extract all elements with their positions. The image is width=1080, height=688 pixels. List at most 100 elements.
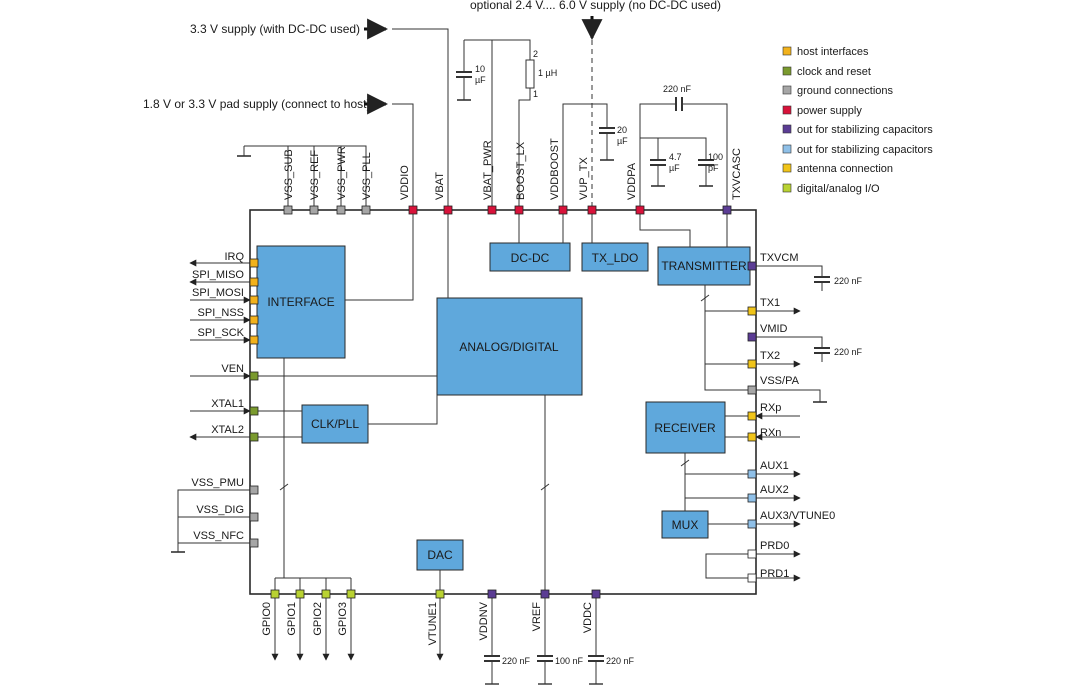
cap-vmid-label: 220 nF <box>834 347 863 357</box>
pin-label-ven: VEN <box>221 363 244 375</box>
receiver-label: RECEIVER <box>654 421 716 435</box>
pin-label-irq: IRQ <box>224 251 244 263</box>
pin-label-vref: VREF <box>531 602 543 632</box>
pin-label-vss-sub: VSS_SUB <box>283 149 295 200</box>
pin-label-vss-pmu: VSS_PMU <box>191 477 244 489</box>
pin-label-vbat-pwr: VBAT_PWR <box>482 140 494 200</box>
pin-vbat <box>443 205 453 215</box>
pin-xtal2 <box>249 432 259 442</box>
pin-label-vss-pwr: VSS_PWR <box>336 146 348 200</box>
interface-block <box>256 245 346 359</box>
pin-label-boost-lx: BOOST_LX <box>515 141 527 200</box>
cap-100pf-value: 100 <box>708 152 723 162</box>
pin-label-spi-nss: SPI_NSS <box>198 307 244 319</box>
pin-label-aux3: AUX3/VTUNE0 <box>760 510 835 522</box>
supply-optional-label: optional 2.4 V.... 6.0 V supply (no DC-D… <box>470 0 721 12</box>
pin-label-vddpa: VDDPA <box>626 162 638 200</box>
supply-pad-label: 1.8 V or 3.3 V pad supply (connect to ho… <box>143 97 370 111</box>
pin-label-vss-pll: VSS_PLL <box>361 152 373 200</box>
receiver-block <box>645 401 726 454</box>
pin-label-tx1: TX1 <box>760 297 780 309</box>
pin-vddboost <box>558 205 568 215</box>
dcdc-block <box>489 242 571 272</box>
pin-label-vup-tx: VUP_TX <box>578 157 590 200</box>
cap-20uf-unit: µF <box>617 136 628 146</box>
analog-digital-block <box>436 297 583 396</box>
pin-txvcm <box>747 261 757 271</box>
pin-label-vddnv: VDDNV <box>478 601 490 640</box>
pin-label-vss-ref: VSS_REF <box>309 150 321 200</box>
cap-20uf-value: 20 <box>617 125 627 135</box>
cap-vddnv-label: 220 nF <box>502 656 531 666</box>
pin-gpio1 <box>295 589 305 599</box>
cap-100pf-unit: pF <box>708 163 719 173</box>
pin-vbat-pwr <box>487 205 497 215</box>
legend-swatch-ground <box>782 85 792 95</box>
legend-swatch-power <box>782 105 792 115</box>
pin-label-txvcasc: TXVCASC <box>731 148 743 200</box>
transmitter-label: TRANSMITTER <box>661 259 747 273</box>
legend-label-power: power supply <box>797 105 862 117</box>
pin-label-spi-sck: SPI_SCK <box>198 327 245 339</box>
pin-xtal1 <box>249 406 259 416</box>
analog-digital-label: ANALOG/DIGITAL <box>459 340 558 354</box>
pin-spi-sck <box>249 335 259 345</box>
pin-prd0 <box>747 549 757 559</box>
legend-label-stab-blue: out for stabilizing capacitors <box>797 144 933 156</box>
inductor-value: 1 µH <box>538 68 557 78</box>
pin-label-gpio0: GPIO0 <box>261 602 273 636</box>
tx-ldo-label: TX_LDO <box>592 251 639 265</box>
legend-swatch-host <box>782 46 792 56</box>
cap-vref-label: 100 nF <box>555 656 584 666</box>
legend-swatch-antenna <box>782 163 792 173</box>
cap-4-7uf-unit: µF <box>669 163 680 173</box>
pin-label-gpio1: GPIO1 <box>286 602 298 636</box>
legend-swatch-stab-purple <box>782 124 792 134</box>
pin-label-vddio: VDDIO <box>399 165 411 200</box>
cap-10uf-value: 10 <box>475 64 485 74</box>
pin-label-spi-miso: SPI_MISO <box>192 269 244 281</box>
interface-label: INTERFACE <box>267 295 334 309</box>
cap-220nf-top-label: 220 nF <box>663 84 692 94</box>
legend-label-ground: ground connections <box>797 85 894 97</box>
supply-dcdc-label: 3.3 V supply (with DC-DC used) <box>190 22 360 36</box>
pin-vss-dig <box>249 512 259 522</box>
pin-vmid <box>747 332 757 342</box>
pin-prd1 <box>747 573 757 583</box>
pin-vddc <box>591 589 601 599</box>
pin-vss-sub <box>283 205 293 215</box>
legend: host interfaces clock and reset ground c… <box>782 46 933 195</box>
pin-vup-tx <box>587 205 597 215</box>
legend-swatch-clock <box>782 66 792 76</box>
pin-label-vddboost: VDDBOOST <box>549 138 561 200</box>
legend-label-stab-purple: out for stabilizing capacitors <box>797 124 933 136</box>
pin-vss-pmu <box>249 485 259 495</box>
dac-block <box>416 539 464 571</box>
pin-ven <box>249 371 259 381</box>
pin-aux1 <box>747 469 757 479</box>
pin-irq <box>249 258 259 268</box>
pin-label-aux1: AUX1 <box>760 460 789 472</box>
pin-label-spi-mosi: SPI_MOSI <box>192 287 244 299</box>
pin-vddio <box>408 205 418 215</box>
pin-vss-pwr <box>336 205 346 215</box>
clk-pll-block <box>301 404 369 444</box>
transmitter-block <box>657 246 751 286</box>
legend-label-io: digital/analog I/O <box>797 183 880 195</box>
pin-aux2 <box>747 493 757 503</box>
pin-aux3 <box>747 519 757 529</box>
pin-label-rxn: RXn <box>760 427 781 439</box>
cap-4-7uf-value: 4.7 <box>669 152 682 162</box>
dac-label: DAC <box>427 548 453 562</box>
pin-rxp <box>747 411 757 421</box>
inductor-pin-1: 1 <box>533 89 538 99</box>
pin-label-vbat: VBAT <box>434 172 446 200</box>
pin-txvcasc <box>722 205 732 215</box>
pin-label-vss-dig: VSS_DIG <box>196 504 244 516</box>
pin-label-prd0: PRD0 <box>760 540 789 552</box>
legend-label-host: host interfaces <box>797 46 869 58</box>
legend-label-antenna: antenna connection <box>797 163 893 175</box>
pin-rxn <box>747 432 757 442</box>
pin-label-xtal1: XTAL1 <box>211 398 244 410</box>
